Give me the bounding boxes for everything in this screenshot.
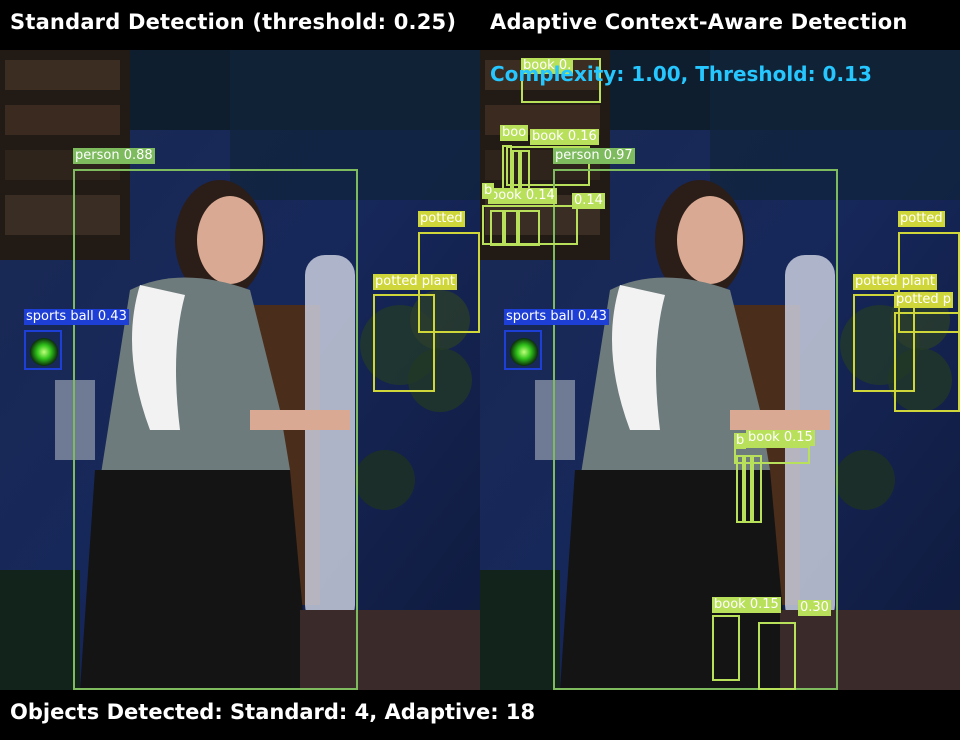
book-label-016: book 0.16: [530, 129, 599, 145]
book-box-015-hand: [734, 446, 810, 464]
book-box-narrow-1: [502, 145, 512, 190]
book-label-boo: boo: [500, 125, 529, 141]
book-label-014-b: 0.14: [572, 193, 605, 209]
potted-plant-box-3: [894, 312, 960, 412]
potted-plant-box-2: [853, 294, 915, 392]
book-box-narrow-6: [518, 210, 540, 246]
book-box-016: [506, 146, 590, 186]
book-box-hand-3: [752, 455, 762, 523]
person-box: [553, 169, 838, 690]
book-box-narrow-5: [504, 210, 518, 246]
book-label-014: book 0.14: [488, 188, 557, 204]
book-label-015-hand: book 0.15: [746, 430, 815, 446]
complexity-threshold-readout: Complexity: 1.00, Threshold: 0.13: [490, 62, 872, 86]
standard-panel: person 0.88 sports ball 0.43 potted pott…: [0, 50, 480, 690]
adaptive-title: Adaptive Context-Aware Detection: [490, 10, 908, 34]
potted-plant-label-2: potted plant: [373, 274, 457, 290]
person-label: person 0.88: [73, 148, 155, 164]
sports-ball-box: [24, 330, 62, 370]
book-box-narrow-2: [512, 150, 520, 192]
book-label-top: book 0.: [521, 58, 574, 74]
sports-ball-box: [504, 330, 542, 370]
potted-plant-label-1: potted: [898, 211, 945, 227]
person-label: person 0.97: [553, 148, 635, 164]
book-box-hand-1: [736, 455, 744, 523]
book-label-bottom-1: book 0.15: [712, 597, 781, 613]
potted-plant-label-1: potted: [418, 211, 465, 227]
person-box: [73, 169, 358, 690]
potted-plant-label-3: potted p: [894, 292, 954, 308]
book-box-bottom-2: [758, 622, 796, 690]
book-label-bottom-2: 0.30: [798, 600, 831, 616]
standard-title: Standard Detection (threshold: 0.25): [10, 10, 457, 34]
book-label-b-hand: b: [734, 433, 747, 449]
sports-ball-label: sports ball 0.43: [24, 309, 129, 325]
book-box-narrow-4: [490, 210, 504, 246]
sports-ball-label: sports ball 0.43: [504, 309, 609, 325]
book-box-hand-2: [744, 455, 752, 523]
standard-scene-image: [0, 50, 480, 690]
book-box-narrow-3: [520, 150, 530, 192]
book-label-b: b: [482, 183, 495, 199]
potted-plant-box-2: [373, 294, 435, 392]
objects-detected-summary: Objects Detected: Standard: 4, Adaptive:…: [10, 700, 536, 724]
potted-plant-label-2: potted plant: [853, 274, 937, 290]
book-box-bottom-1: [712, 615, 740, 681]
adaptive-panel: book 0. book 0.16 boo person 0.97 book 0…: [480, 50, 960, 690]
